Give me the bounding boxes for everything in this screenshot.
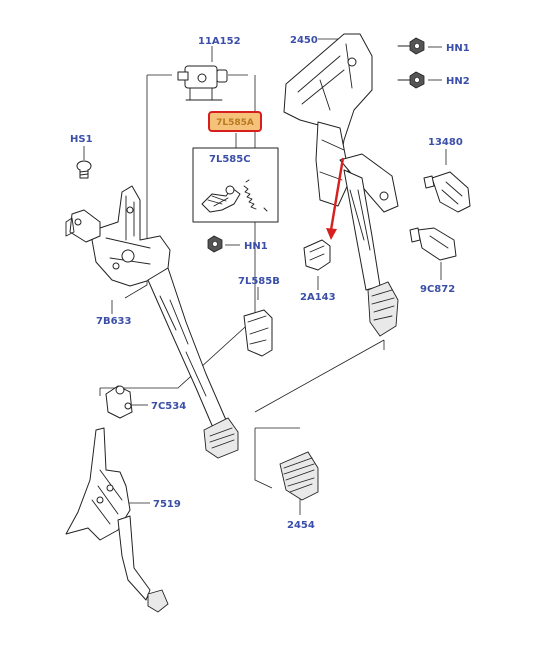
red-pointer-arrow: [326, 157, 345, 240]
part-labels: 11A152 2450 HN1 HN2 7L585C HS1 13480 HN1…: [70, 35, 470, 531]
nut-hn1-top: [397, 37, 425, 55]
connector-7c534: [105, 385, 133, 419]
screw-hs1: [76, 160, 92, 179]
switch-13480: [423, 171, 471, 213]
label-hn1-middle[interactable]: HN1: [244, 241, 268, 252]
clip-2a143: [303, 239, 331, 271]
spring-part: [243, 179, 268, 212]
brake-pedal-assembly: [283, 33, 399, 337]
label-11a152[interactable]: 11A152: [198, 36, 241, 47]
label-hs1[interactable]: HS1: [70, 134, 93, 145]
switch-11a152: [177, 65, 228, 101]
label-13480[interactable]: 13480: [428, 137, 463, 148]
label-2450[interactable]: 2450: [290, 35, 318, 46]
label-7l585a[interactable]: 7L585A: [216, 118, 254, 128]
label-7519[interactable]: 7519: [153, 499, 181, 510]
label-hn2[interactable]: HN2: [446, 76, 470, 87]
switch-9c872: [409, 227, 457, 261]
label-7b633[interactable]: 7B633: [96, 316, 131, 327]
clutch-pedal-assembly: [65, 185, 239, 459]
highlight-box[interactable]: [208, 111, 262, 132]
pedal-7519-assembly: [65, 427, 169, 613]
label-2454[interactable]: 2454: [287, 520, 315, 531]
highlighted-part-label[interactable]: 7L585A: [208, 111, 262, 132]
label-hn1-top[interactable]: HN1: [446, 43, 470, 54]
label-7l585c[interactable]: 7L585C: [209, 154, 251, 165]
bracket-7l585b: [243, 309, 273, 357]
label-7c534[interactable]: 7C534: [151, 401, 186, 412]
label-7l585b[interactable]: 7L585B: [238, 276, 280, 287]
nut-hn1-middle: [207, 235, 223, 253]
pedal-pad-2454: [279, 451, 319, 501]
label-2a143[interactable]: 2A143: [300, 292, 336, 303]
kit-7l585c: [192, 147, 279, 223]
plunger-part: [201, 185, 241, 213]
label-9c872[interactable]: 9C872: [420, 284, 455, 295]
nut-hn2: [397, 71, 425, 89]
